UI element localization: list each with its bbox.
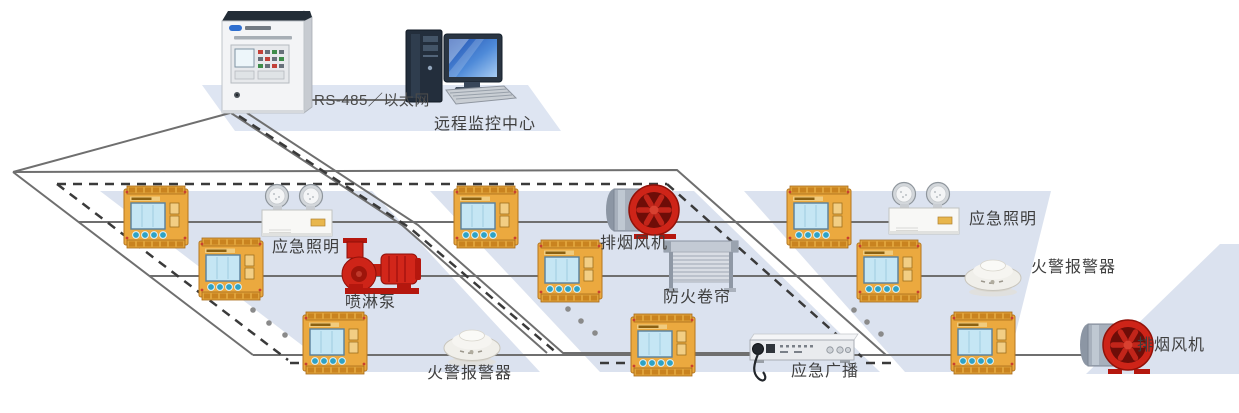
zone-2-band [430, 191, 880, 372]
emergency-light-icon [888, 181, 960, 235]
signal-riser-2 [238, 114, 559, 355]
continuation-dots [250, 306, 884, 338]
plc-controller-icon [857, 240, 921, 302]
plc-controller-icon [951, 312, 1015, 374]
label-fire-shutter: 防火卷帘 [663, 289, 732, 306]
signal-riser-3 [666, 183, 863, 358]
plc-controller-icon [787, 186, 851, 248]
signal-riser-1 [56, 183, 289, 361]
trunk-down-left [12, 112, 231, 173]
label-monitoring-center: 远程监控中心 [434, 116, 537, 133]
fire-control-cabinet-icon [221, 10, 313, 114]
riser-2-b [230, 112, 548, 354]
label-sprinkler-pump: 喷淋泵 [345, 294, 397, 311]
label-fire-alarm-2: 火警报警器 [1031, 259, 1117, 276]
signal-bus-lines [56, 114, 898, 365]
riser-1 [12, 171, 254, 356]
label-fire-alarm-1: 火警报警器 [427, 365, 513, 382]
label-emergency-light-1: 应急照明 [272, 239, 341, 256]
plc-controller-icon [538, 240, 602, 302]
zone-1-band [100, 191, 540, 372]
plc-controller-icon [454, 186, 518, 248]
label-ethernet-bus: RS-485／以太网 [314, 92, 430, 109]
label-exhaust-fan-1: 排烟风机 [600, 235, 669, 252]
label-emergency-broadcast: 应急广播 [791, 363, 860, 380]
label-emergency-light-2: 应急照明 [969, 211, 1038, 228]
label-exhaust-fan-2: 排烟风机 [1137, 337, 1206, 354]
plc-controller-icon [199, 238, 263, 300]
plc-controller-icon [124, 186, 188, 248]
exhaust-fan-icon [606, 185, 679, 239]
plc-controller-icon [631, 314, 695, 376]
plc-controller-icon [303, 312, 367, 374]
